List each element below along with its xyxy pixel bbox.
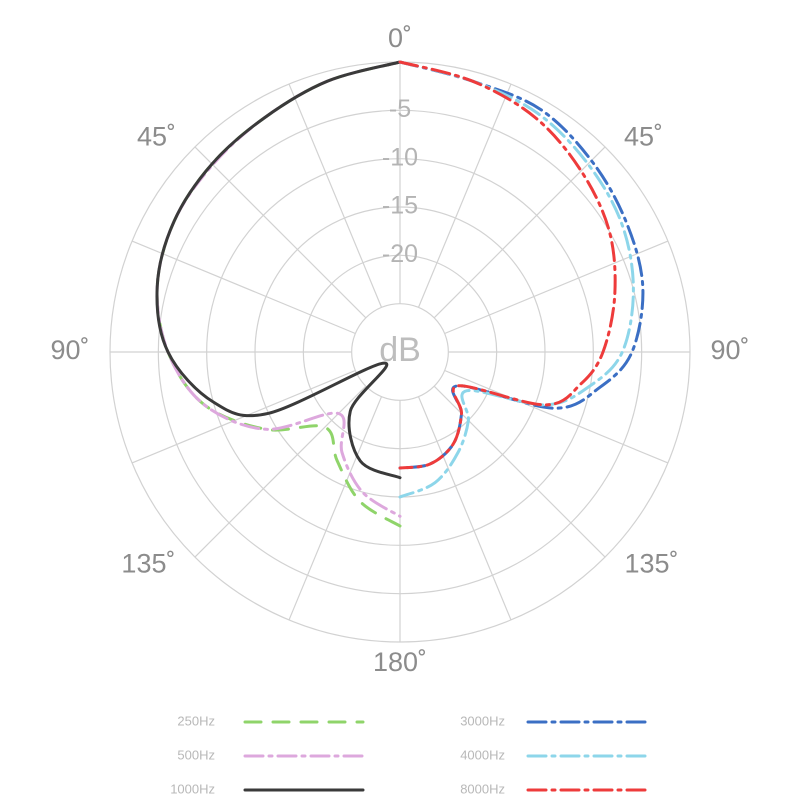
grid-spoke (194, 146, 367, 319)
angle-labels: 0˚ 45˚ 45˚ 90˚ 90˚ 135˚ 135˚ 180˚ (50, 23, 749, 677)
grid-spoke (194, 385, 367, 558)
angle-label: 0˚ (388, 23, 412, 53)
radial-tick-label: -10 (382, 143, 418, 171)
grid-spoke (433, 385, 606, 558)
legend: 250Hz 500Hz 1000Hz 3000Hz 4000Hz 8000Hz (170, 713, 648, 796)
grid-spoke (288, 396, 383, 621)
radial-tick-label: -20 (382, 240, 418, 268)
angle-label: 90˚ (710, 335, 749, 365)
grid-spoke (288, 83, 383, 308)
radial-tick-labels: -5 -10 -15 -20 (382, 95, 418, 268)
angle-label: 135˚ (625, 549, 679, 579)
series-layer (155, 60, 645, 528)
grid-spoke (433, 146, 606, 319)
angle-label: 45˚ (137, 122, 176, 152)
series-line-500hz (155, 60, 402, 518)
series-line-3000hz (398, 60, 645, 470)
grid-spoke (444, 369, 669, 464)
angle-label: 180˚ (373, 647, 427, 677)
angle-label: 45˚ (624, 122, 663, 152)
grid-spoke (417, 83, 512, 308)
grid-spoke (131, 240, 356, 335)
series-line-8000hz (398, 60, 617, 470)
grid-spoke (417, 396, 512, 621)
legend-label: 3000Hz (460, 713, 505, 728)
legend-label: 1000Hz (170, 781, 215, 796)
angle-label: 135˚ (121, 549, 175, 579)
series-line-250hz (155, 60, 402, 528)
series-line-4000hz (398, 60, 635, 499)
legend-label: 250Hz (177, 713, 215, 728)
series-line-1000hz (155, 60, 402, 480)
radial-tick-label: -5 (389, 95, 411, 123)
radial-tick-label: -15 (382, 192, 418, 220)
legend-label: 500Hz (177, 747, 215, 762)
legend-label: 4000Hz (460, 747, 505, 762)
angle-label: 90˚ (50, 335, 89, 365)
legend-label: 8000Hz (460, 781, 505, 796)
